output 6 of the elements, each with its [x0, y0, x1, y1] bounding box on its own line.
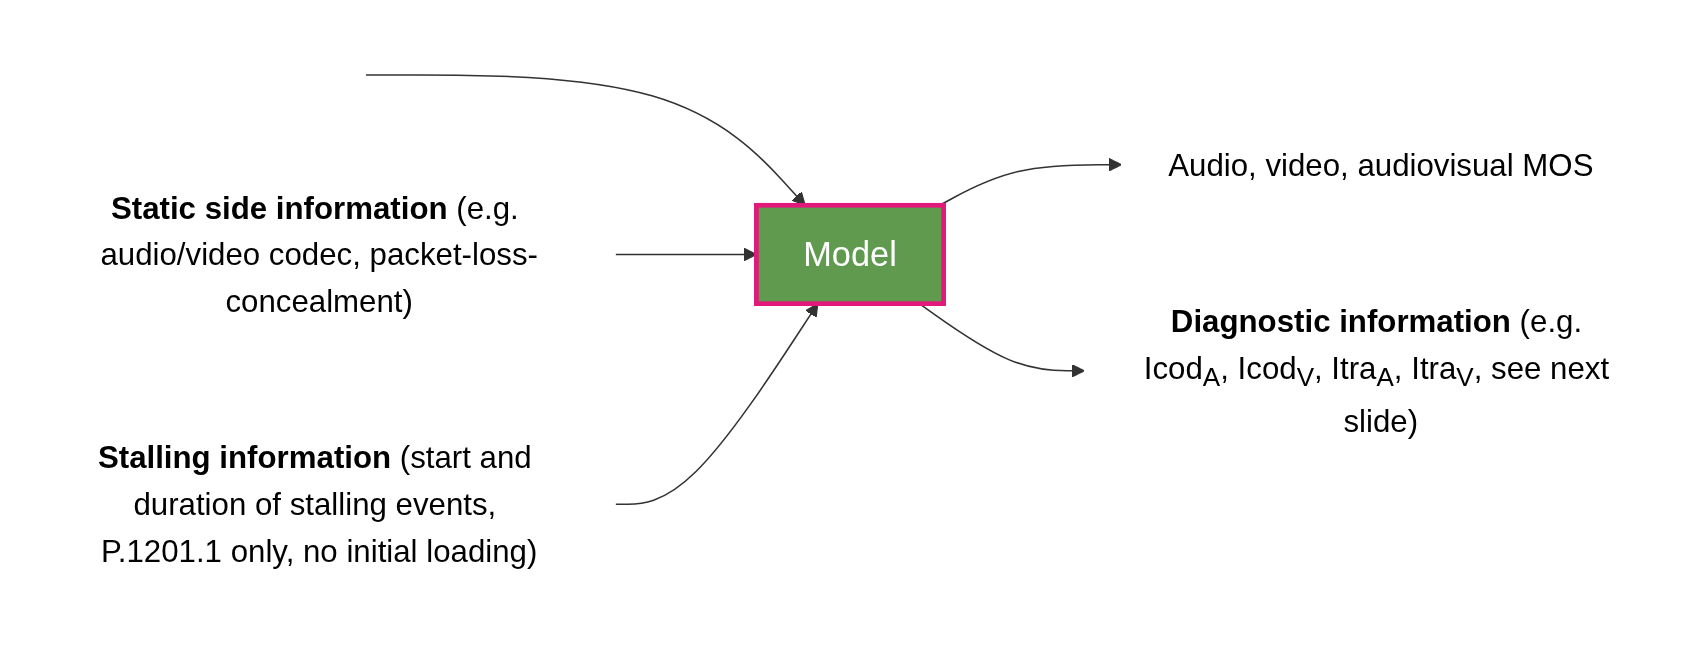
node-text: Static side information (e.g. audio/video codec, packet-loss-concealment) — [100, 190, 538, 319]
node-box — [754, 203, 946, 307]
flowchart-diagram: Model Static side information (e.g. audio/video codec, packet-loss-concealment) Stalling information (start and duration of stalling events, P.1201.1 only, no initial loading) Audio, video, audiovisual MOS Diagnostic information (e.g. Icod$_{A}$, Icod$_{V}$, Itra$_{A}$, Itra$_{V}$, see next slide) — [10, 39, 1690, 611]
node-text: Stalling information (start and duration of stalling events, P.1201.1 only, no initial loading) — [97, 440, 538, 569]
node-text: Diagnostic information (e.g. Icod$_{A}$, Icod$_{V}$, Itra$_{A}$, Itra$_{V}$, see next slide) — [1143, 303, 1610, 439]
node-text: Audio, video, audiovisual MOS — [1168, 147, 1594, 183]
